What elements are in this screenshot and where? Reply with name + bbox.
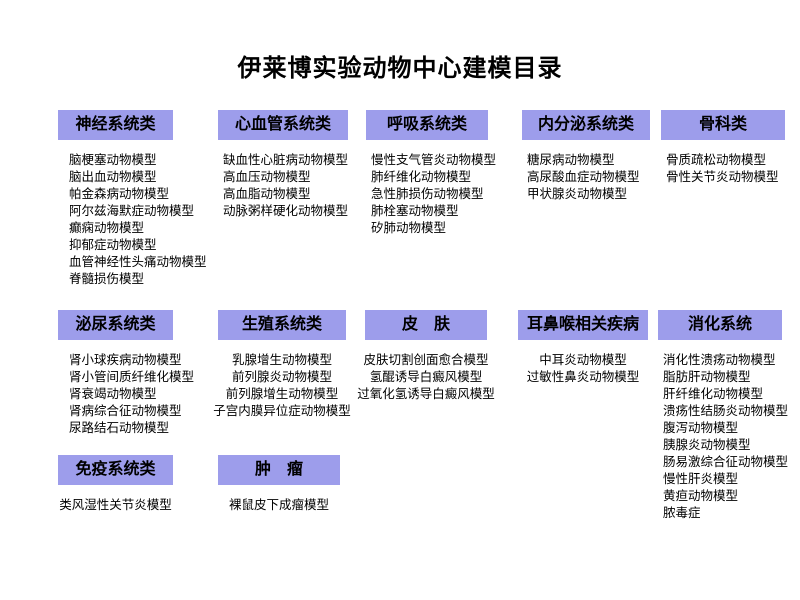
section-cardiovascular: 心血管系统类 缺血性心脏病动物模型高血压动物模型高血脂动物模型动脉粥样硬化动物模…	[218, 110, 348, 220]
model-item: 前列腺增生动物模型	[225, 387, 339, 401]
model-item: 抑郁症动物模型	[69, 238, 157, 252]
model-list-nervous-system: 脑梗塞动物模型脑出血动物模型帕金森病动物模型阿尔兹海默症动物模型癫痫动物模型抑郁…	[58, 152, 207, 288]
model-list-reproductive: 乳腺增生动物模型前列腺炎动物模型前列腺增生动物模型子宫内膜异位症动物模型	[188, 352, 376, 420]
model-item: 血管神经性头痛动物模型	[69, 255, 207, 269]
section-header-tumor: 肿 瘤	[218, 455, 340, 485]
model-item: 肝纤维化动物模型	[663, 387, 764, 401]
model-item: 急性肺损伤动物模型	[371, 187, 484, 201]
model-list-orthopedics: 骨质疏松动物模型骨性关节炎动物模型	[661, 152, 785, 186]
model-item: 黄疸动物模型	[663, 489, 739, 503]
model-item: 类风湿性关节炎模型	[59, 498, 172, 512]
model-item: 前列腺炎动物模型	[231, 370, 332, 384]
model-item: 高血脂动物模型	[223, 187, 311, 201]
model-item: 动脉粥样硬化动物模型	[223, 204, 349, 218]
model-item: 乳腺增生动物模型	[231, 353, 332, 367]
model-item: 骨质疏松动物模型	[666, 153, 767, 167]
model-item: 肺栓塞动物模型	[371, 204, 459, 218]
model-list-ent: 中耳炎动物模型过敏性鼻炎动物模型	[488, 352, 678, 386]
model-item: 高尿酸血症动物模型	[527, 170, 640, 184]
section-endocrine: 内分泌系统类 糖尿病动物模型高尿酸血症动物模型甲状腺炎动物模型	[522, 110, 650, 203]
model-list-skin: 皮肤切割创面愈合模型氢醌诱导白癜风模型过氧化氢诱导白癜风模型	[335, 352, 517, 403]
section-header-endocrine: 内分泌系统类	[522, 110, 650, 140]
model-item: 胰腺炎动物模型	[663, 438, 751, 452]
section-header-urinary: 泌尿系统类	[58, 310, 173, 340]
model-item: 高血压动物模型	[223, 170, 311, 184]
model-item: 肠易激综合征动物模型	[663, 455, 789, 469]
section-tumor: 肿 瘤 裸鼠皮下成瘤模型	[218, 455, 340, 514]
section-immune: 免疫系统类 类风湿性关节炎模型	[58, 455, 173, 514]
section-nervous-system: 神经系统类 脑梗塞动物模型脑出血动物模型帕金森病动物模型阿尔兹海默症动物模型癫痫…	[58, 110, 207, 288]
section-header-digestive: 消化系统	[658, 310, 782, 340]
model-item: 脂肪肝动物模型	[663, 370, 751, 384]
section-skin: 皮 肤 皮肤切割创面愈合模型氢醌诱导白癜风模型过氧化氢诱导白癜风模型	[357, 310, 495, 403]
section-header-skin: 皮 肤	[365, 310, 487, 340]
model-item: 肾衰竭动物模型	[69, 387, 157, 401]
model-item: 肺纤维化动物模型	[371, 170, 472, 184]
model-item: 溃疡性结肠炎动物模型	[663, 404, 789, 418]
model-item: 脑出血动物模型	[69, 170, 157, 184]
section-header-orthopedics: 骨科类	[661, 110, 785, 140]
model-item: 帕金森病动物模型	[69, 187, 170, 201]
model-item: 骨性关节炎动物模型	[666, 170, 779, 184]
model-item: 矽肺动物模型	[371, 221, 447, 235]
model-list-endocrine: 糖尿病动物模型高尿酸血症动物模型甲状腺炎动物模型	[522, 152, 650, 203]
model-item: 子宫内膜异位症动物模型	[213, 404, 351, 418]
model-item: 裸鼠皮下成瘤模型	[228, 498, 329, 512]
model-list-respiratory: 慢性支气管炎动物模型肺纤维化动物模型急性肺损伤动物模型肺栓塞动物模型矽肺动物模型	[366, 152, 497, 237]
model-item: 肾小管间质纤维化模型	[69, 370, 195, 384]
model-item: 慢性肝炎模型	[663, 472, 739, 486]
section-header-ent: 耳鼻喉相关疾病	[518, 310, 648, 340]
model-item: 消化性溃疡动物模型	[663, 353, 776, 367]
model-item: 慢性支气管炎动物模型	[371, 153, 497, 167]
model-item: 阿尔兹海默症动物模型	[69, 204, 195, 218]
section-header-cardiovascular: 心血管系统类	[218, 110, 348, 140]
section-ent: 耳鼻喉相关疾病 中耳炎动物模型过敏性鼻炎动物模型	[518, 310, 648, 386]
model-list-cardiovascular: 缺血性心脏病动物模型高血压动物模型高血脂动物模型动脉粥样硬化动物模型	[218, 152, 348, 220]
model-item: 甲状腺炎动物模型	[527, 187, 628, 201]
model-list-digestive: 消化性溃疡动物模型脂肪肝动物模型肝纤维化动物模型溃疡性结肠炎动物模型腹泻动物模型…	[658, 352, 789, 522]
page-title: 伊莱博实验动物中心建模目录	[237, 56, 563, 82]
model-item: 脓毒症	[663, 506, 701, 520]
model-item: 尿路结石动物模型	[69, 421, 170, 435]
model-item: 癫痫动物模型	[69, 221, 145, 235]
model-item: 脑梗塞动物模型	[69, 153, 157, 167]
model-item: 中耳炎动物模型	[539, 353, 627, 367]
section-respiratory: 呼吸系统类 慢性支气管炎动物模型肺纤维化动物模型急性肺损伤动物模型肺栓塞动物模型…	[366, 110, 497, 237]
model-item: 皮肤切割创面愈合模型	[363, 353, 489, 367]
section-header-nervous-system: 神经系统类	[58, 110, 173, 140]
model-list-urinary: 肾小球疾病动物模型肾小管间质纤维化模型肾衰竭动物模型肾病综合征动物模型尿路结石动…	[58, 352, 195, 437]
section-header-respiratory: 呼吸系统类	[366, 110, 488, 140]
model-item: 肾病综合征动物模型	[69, 404, 182, 418]
model-item: 肾小球疾病动物模型	[69, 353, 182, 367]
section-header-reproductive: 生殖系统类	[218, 310, 346, 340]
section-orthopedics: 骨科类 骨质疏松动物模型骨性关节炎动物模型	[661, 110, 785, 186]
section-digestive: 消化系统 消化性溃疡动物模型脂肪肝动物模型肝纤维化动物模型溃疡性结肠炎动物模型腹…	[658, 310, 789, 522]
model-item: 腹泻动物模型	[663, 421, 739, 435]
model-list-tumor: 裸鼠皮下成瘤模型	[188, 497, 370, 514]
section-header-immune: 免疫系统类	[58, 455, 173, 485]
section-reproductive: 生殖系统类 乳腺增生动物模型前列腺炎动物模型前列腺增生动物模型子宫内膜异位症动物…	[213, 310, 351, 420]
model-item: 脊髓损伤模型	[69, 272, 145, 286]
model-item: 氢醌诱导白癜风模型	[369, 370, 483, 384]
model-item: 糖尿病动物模型	[527, 153, 615, 167]
section-urinary: 泌尿系统类 肾小球疾病动物模型肾小管间质纤维化模型肾衰竭动物模型肾病综合征动物模…	[58, 310, 195, 437]
model-list-immune: 类风湿性关节炎模型	[28, 497, 203, 514]
model-item: 过氧化氢诱导白癜风模型	[357, 387, 495, 401]
model-item: 过敏性鼻炎动物模型	[526, 370, 640, 384]
model-item: 缺血性心脏病动物模型	[223, 153, 349, 167]
